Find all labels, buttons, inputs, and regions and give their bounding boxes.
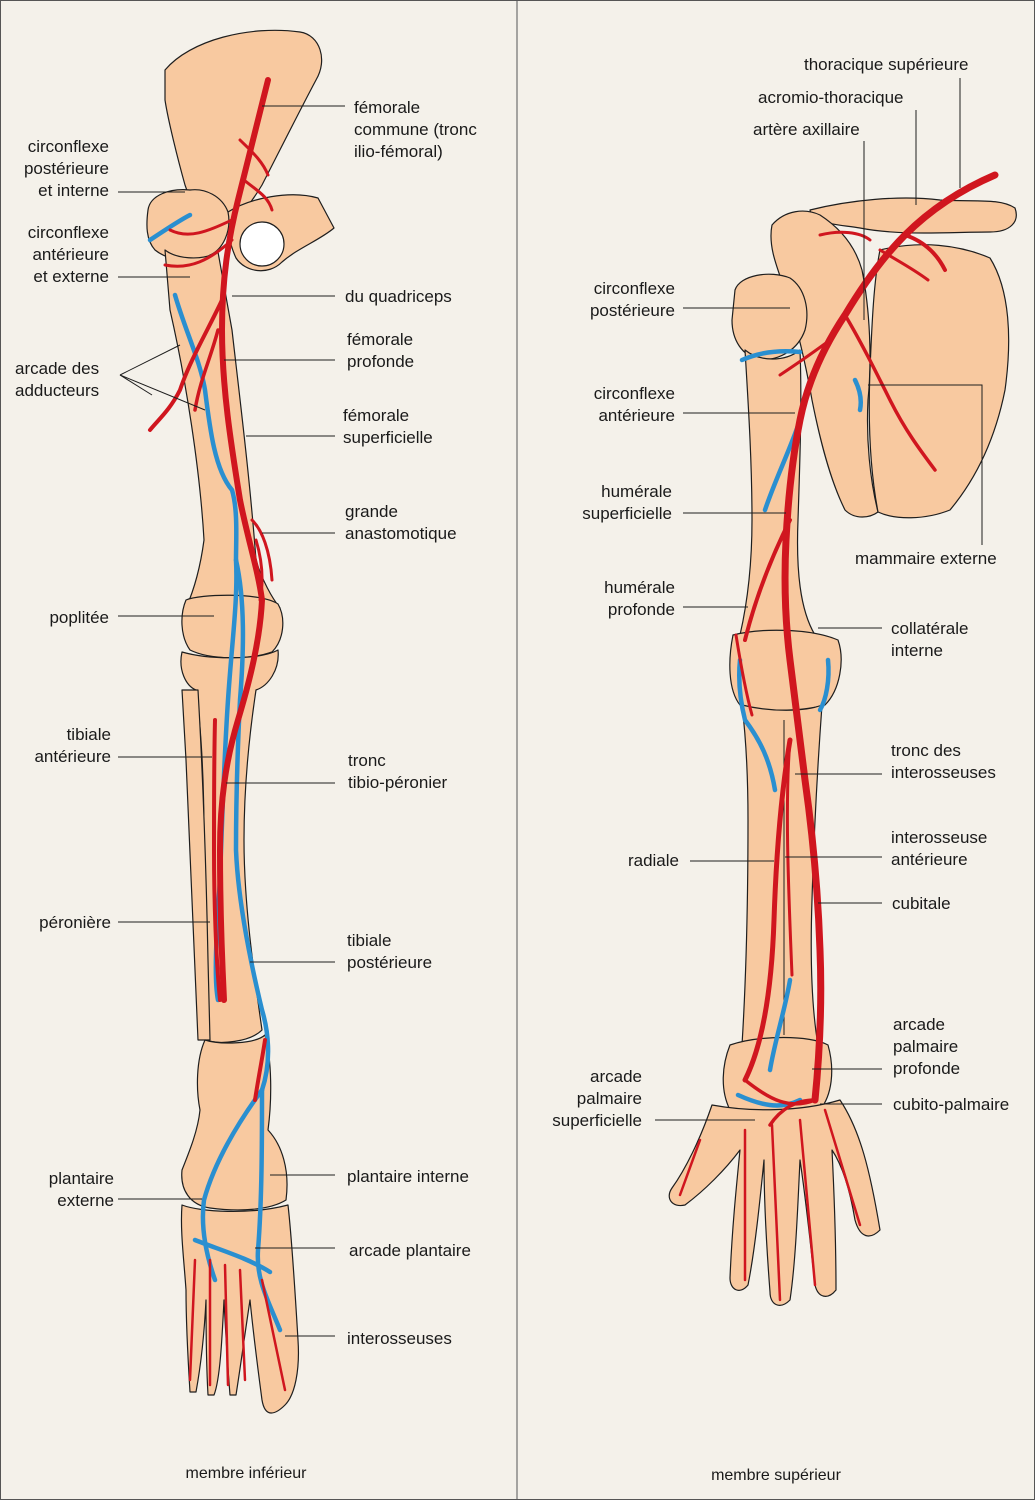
- label-cubitale: cubitale: [892, 894, 951, 913]
- label-circonflexe-anterieure: circonflexe antérieure et externe: [27, 223, 109, 286]
- label-collaterale: collatérale interne: [891, 619, 969, 660]
- label-humerale-prof: humérale profonde: [604, 578, 675, 619]
- label-peroniere: péronière: [39, 913, 111, 932]
- femur-head: [146, 189, 230, 263]
- label-circonflexe-posterieure: circonflexe postérieure et interne: [23, 137, 109, 200]
- tarsals: [181, 1034, 288, 1211]
- label-femorale-profonde: fémorale profonde: [347, 330, 415, 371]
- arteries-lower: [148, 77, 287, 1392]
- label-circonflexe-ant: circonflexe antérieure: [593, 384, 675, 425]
- label-femorale-superficielle: fémorale superficielle: [343, 406, 433, 447]
- label-interosseuses: interosseuses: [347, 1329, 452, 1348]
- lower-limb-title: membre inférieur: [185, 1465, 307, 1482]
- label-plantaire-externe: plantaire externe: [48, 1169, 114, 1210]
- forearm: [741, 704, 823, 1051]
- label-arcade-adducteurs: arcade des adducteurs: [15, 359, 100, 400]
- iliac-bone: [164, 29, 323, 231]
- label-tronc-tibio: tronc tibio-péronier: [348, 751, 448, 792]
- label-tibiale-posterieure: tibiale postérieure: [347, 931, 433, 972]
- label-tibiale-anterieure: tibiale antérieure: [34, 725, 111, 766]
- lower-limb-illustration: [146, 29, 335, 1414]
- label-poplitee: poplitée: [49, 608, 109, 627]
- fibula: [181, 689, 211, 1041]
- label-axillaire: artère axillaire: [753, 120, 860, 139]
- label-arcade-sup: arcade palmaire superficielle: [552, 1067, 642, 1130]
- label-arcade-plantaire: arcade plantaire: [349, 1241, 471, 1260]
- label-plantaire-interne: plantaire interne: [347, 1167, 469, 1186]
- ribs: [868, 244, 1010, 519]
- label-tronc-inter: tronc des interosseuses: [891, 741, 996, 782]
- label-arcade-prof: arcade palmaire profonde: [893, 1015, 961, 1078]
- label-quadriceps: du quadriceps: [345, 287, 452, 306]
- humerus-head: [731, 273, 808, 361]
- upper-limb-title: membre supérieur: [711, 1467, 841, 1484]
- label-cubito-palmaire: cubito-palmaire: [893, 1095, 1010, 1114]
- label-interosseuse-ant: interosseuse antérieure: [891, 828, 988, 869]
- elbow: [729, 629, 842, 711]
- label-mammaire: mammaire externe: [855, 549, 997, 568]
- leader-lines: [118, 78, 983, 1337]
- label-femorale-commune: fémorale commune (tronc ilio-fémoral): [354, 98, 477, 161]
- femur: [164, 249, 281, 609]
- arteries-upper: [678, 171, 999, 1302]
- label-circonflexe-post: circonflexe postérieure: [589, 279, 675, 320]
- label-grande-anastomotique: grande anastomotique: [345, 502, 457, 543]
- label-acromio: acromio-thoracique: [758, 88, 904, 107]
- metatarsals: [180, 1204, 300, 1414]
- veins-upper: [735, 349, 864, 1108]
- label-radiale: radiale: [627, 851, 679, 870]
- upper-limb-illustration: [668, 171, 1017, 1306]
- label-thoracique-sup: thoracique supérieure: [804, 55, 969, 74]
- label-humerale-sup: humérale superficielle: [582, 482, 672, 523]
- clavicle: [809, 197, 1017, 234]
